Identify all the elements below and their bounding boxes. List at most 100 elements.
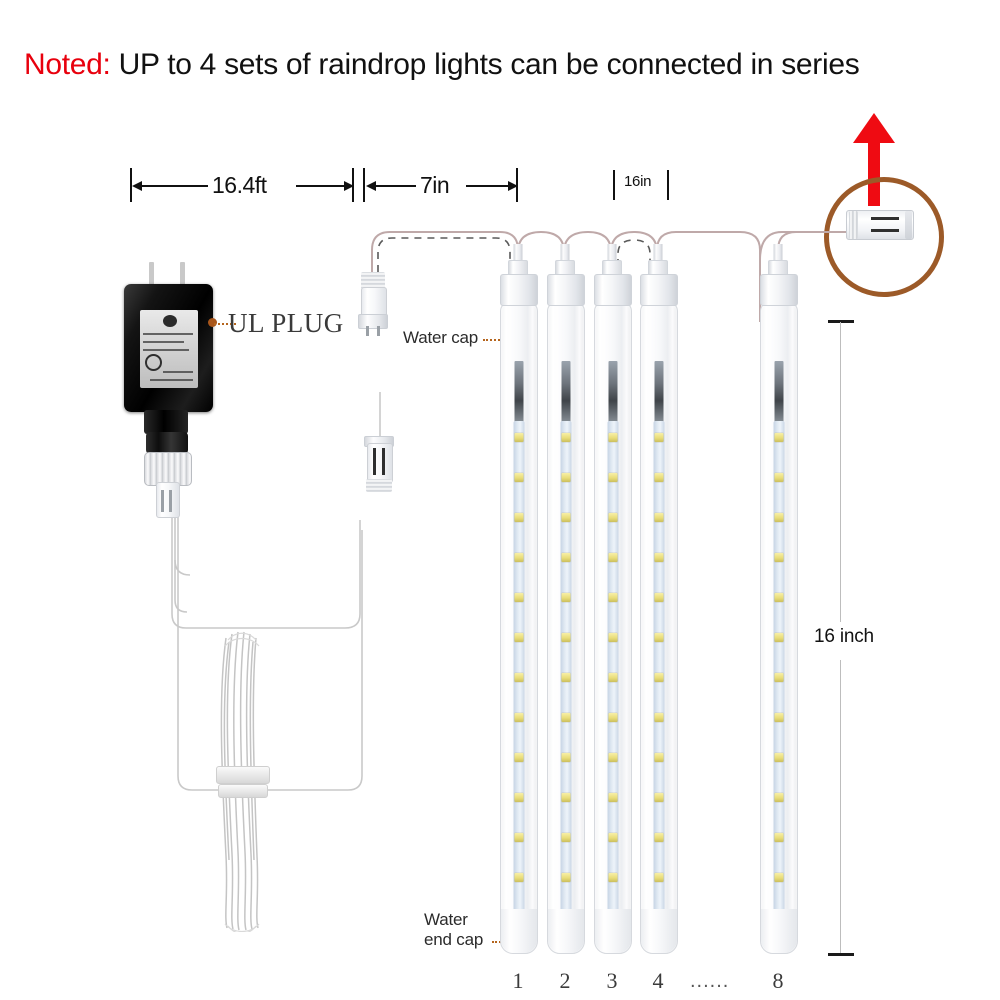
led-chip <box>514 793 524 802</box>
led-chip <box>561 673 571 682</box>
led-chip <box>608 753 618 762</box>
manufacturer-logo-icon <box>163 314 178 327</box>
label-line <box>163 370 194 373</box>
tube-number-4: 4 <box>652 968 664 993</box>
led-chip <box>561 513 571 522</box>
tube-glass-body <box>547 302 585 954</box>
led-chip <box>561 793 571 802</box>
tube-number-8: 8 <box>772 968 784 993</box>
led-chip <box>608 713 618 722</box>
arrow-7in-right <box>508 181 518 191</box>
tube-number-2: 2 <box>559 968 571 993</box>
rule-16ft-left <box>142 185 208 187</box>
led-chip <box>608 833 618 842</box>
arrow-up-icon <box>853 113 895 143</box>
led-chip <box>514 833 524 842</box>
cap-lower-collar <box>760 274 798 306</box>
led-chip <box>774 753 784 762</box>
led-chip <box>654 873 664 882</box>
vmeasure-cap-top <box>828 320 854 323</box>
connector-end <box>905 211 912 239</box>
coil-tie-band <box>218 784 268 798</box>
tube-led-strip <box>513 421 525 911</box>
ul-plug-icon <box>118 262 228 518</box>
led-chip <box>561 633 571 642</box>
tube-number-3: 3 <box>606 968 618 993</box>
led-chip <box>514 753 524 762</box>
label-line <box>143 333 194 336</box>
tick-16in-left <box>613 170 615 200</box>
note-banner: Noted: UP to 4 sets of raindrop lights c… <box>24 48 984 82</box>
tube-glass-body <box>500 302 538 954</box>
led-chip <box>654 673 664 682</box>
led-chip <box>561 873 571 882</box>
dim-label-lead-spacing: 7in <box>420 172 450 198</box>
tick-16in-right <box>667 170 669 200</box>
plug-ring <box>146 432 188 454</box>
cap-lower-collar <box>500 274 538 306</box>
led-chip <box>608 553 618 562</box>
led-chip <box>774 593 784 602</box>
cap-neck <box>653 244 663 262</box>
tube-glass-body <box>640 302 678 954</box>
tube-led-strip <box>653 421 665 911</box>
cable-coil-icon <box>212 626 272 932</box>
tube-water-end-cap <box>641 909 677 953</box>
connector-contact-left <box>373 448 376 475</box>
led-chip <box>654 553 664 562</box>
connector-ribs <box>361 272 385 289</box>
coil-tie-band <box>216 766 270 784</box>
plug-rating-label <box>140 310 198 388</box>
cap-neck <box>513 244 523 262</box>
led-chip <box>514 713 524 722</box>
led-chip <box>654 633 664 642</box>
cap-lower-collar <box>640 274 678 306</box>
vmeasure-line-upper <box>840 322 841 622</box>
led-chip <box>561 433 571 442</box>
tube-led-strip <box>773 421 785 911</box>
led-chip <box>654 593 664 602</box>
led-chip <box>654 713 664 722</box>
connector-contact-top <box>871 217 899 220</box>
led-chip <box>774 433 784 442</box>
tube-inner-strip-top <box>654 361 664 425</box>
led-chip <box>608 593 618 602</box>
ul-certification-mark-icon <box>144 353 162 371</box>
female-connector-icon <box>364 436 394 494</box>
led-chip <box>654 473 664 482</box>
ul-plug-label: UL PLUG <box>228 308 344 338</box>
tube-water-end-cap <box>548 909 584 953</box>
led-chip <box>608 793 618 802</box>
led-chip <box>654 513 664 522</box>
connector-pin-right <box>377 326 380 336</box>
cap-neck <box>607 244 617 262</box>
led-tube <box>640 244 678 954</box>
led-chip <box>514 433 524 442</box>
ul-plug-leader-line <box>214 323 236 325</box>
led-chip <box>514 873 524 882</box>
led-chip <box>514 673 524 682</box>
led-tube <box>594 244 632 954</box>
rule-16ft-right <box>296 185 346 187</box>
connector-ribs <box>849 211 858 239</box>
tube-water-cap <box>594 244 632 306</box>
tube-water-cap <box>760 244 798 306</box>
cap-neck <box>560 244 570 262</box>
tube-led-strip <box>560 421 572 911</box>
note-prefix: Noted: <box>24 48 111 81</box>
led-chip <box>774 713 784 722</box>
label-line <box>143 349 189 351</box>
led-chip <box>654 833 664 842</box>
label-line <box>143 341 185 344</box>
water-end-cap-label-line2: end cap <box>424 930 484 949</box>
arrow-7in-left <box>366 181 376 191</box>
label-line <box>150 378 194 381</box>
led-chip <box>561 833 571 842</box>
plug-prong-left <box>149 262 154 292</box>
tube-water-cap <box>500 244 538 306</box>
led-chip <box>561 753 571 762</box>
arrow-16ft-left <box>132 181 142 191</box>
connector-contact-bottom <box>871 229 899 232</box>
connector-contact-right <box>382 448 385 475</box>
led-chip <box>774 873 784 882</box>
